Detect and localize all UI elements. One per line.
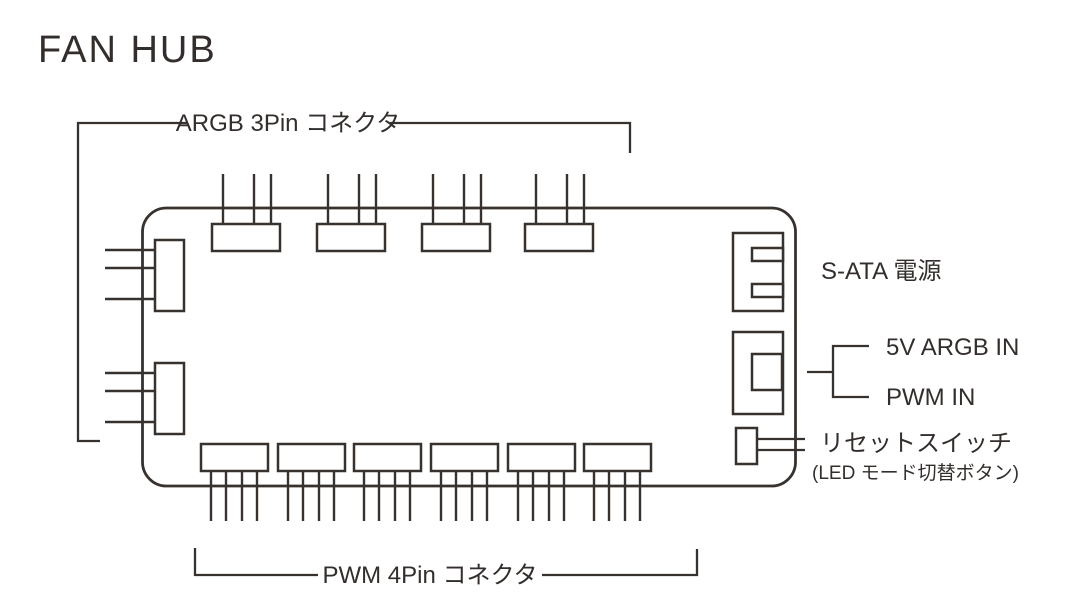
reset-switch-note: (LED モード切替ボタン)	[812, 462, 1019, 484]
hub-body	[141, 206, 797, 488]
argb-connectors-label: ARGB 3Pin コネクタ	[176, 110, 400, 137]
sata-power-connector	[731, 231, 785, 313]
argb-port-top	[523, 222, 595, 253]
argb-port-left	[153, 238, 186, 313]
sata-connector-body	[731, 231, 785, 313]
in-connector-callout	[807, 344, 869, 399]
argb-port-top	[420, 222, 492, 253]
argb-bracket	[76, 121, 632, 443]
reset-switch-body	[734, 426, 759, 466]
reset-switch-label: リセットスイッチ	[820, 430, 1012, 457]
sata-key-notch	[750, 246, 785, 263]
pwm-port-bottom	[352, 442, 423, 473]
argb-top-ports	[210, 174, 595, 253]
argb-pwm-in-connector	[731, 330, 785, 416]
pwm-bottom-ports	[199, 442, 653, 521]
argb-port-top	[315, 222, 387, 253]
in-connector-key	[750, 352, 784, 392]
reset-switch	[734, 426, 805, 466]
pwm-port-bottom	[429, 442, 500, 473]
pwm-port-bottom	[506, 442, 577, 473]
argb-port-left	[153, 361, 186, 436]
pwm-port-bottom	[582, 442, 653, 473]
argb-left-ports	[105, 238, 186, 436]
pwm-port-bottom	[276, 442, 347, 473]
reset-switch-callout	[757, 437, 805, 452]
pwm-port-bottom	[199, 442, 270, 473]
sata-power-label: S-ATA 電源	[821, 258, 941, 285]
sata-key-notch	[750, 282, 785, 299]
pwm-connectors-label: PWM 4Pin コネクタ	[322, 562, 537, 589]
argb-in-label: 5V ARGB IN	[886, 334, 1019, 361]
argb-port-top	[210, 222, 282, 253]
pwm-bracket	[193, 548, 699, 577]
pwm-in-label: PWM IN	[886, 384, 975, 411]
page-title: FAN HUB	[38, 29, 217, 71]
